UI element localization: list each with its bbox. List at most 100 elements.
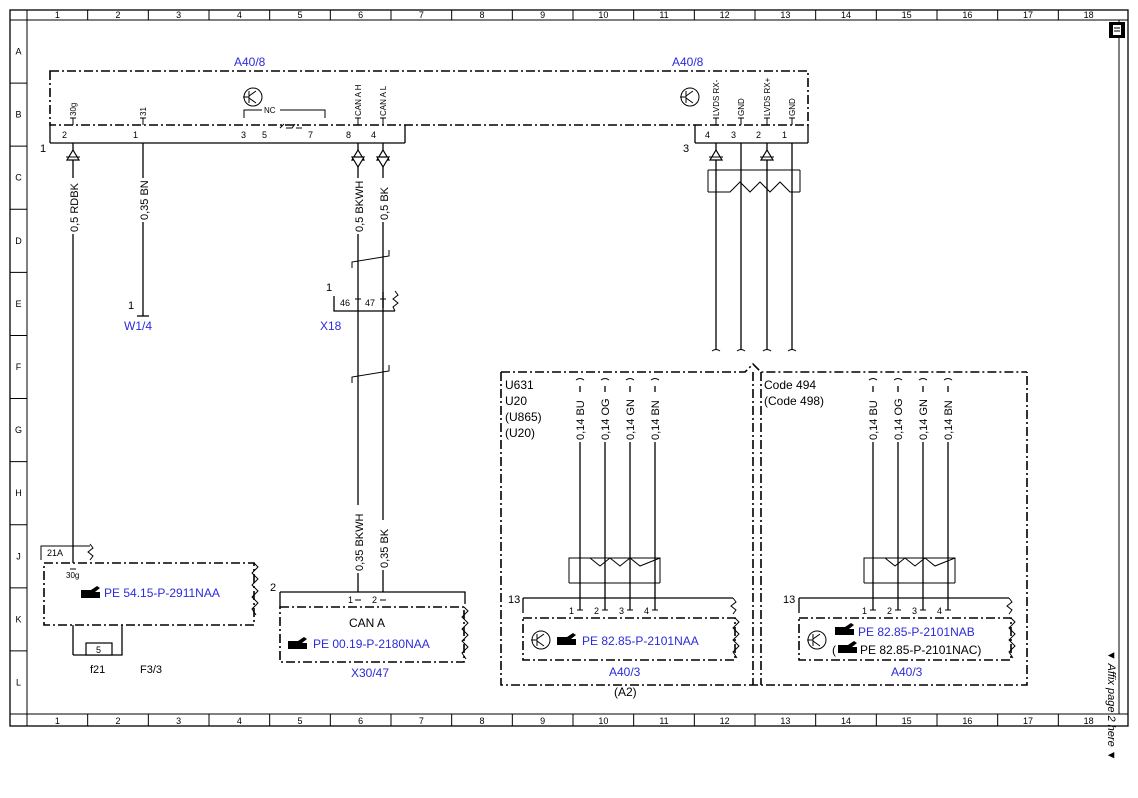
variant-code: U631: [505, 378, 534, 392]
transistor-icon: [807, 630, 827, 650]
pin-label-gnd: GND: [737, 98, 746, 116]
grid-column-label: 1: [55, 10, 60, 20]
x30-title: CAN A: [349, 616, 385, 630]
grid-column-label: 10: [598, 716, 608, 726]
variant-code: Code 494: [764, 378, 816, 392]
pin-number: 5: [262, 130, 267, 140]
x30-47-connector: 2 1 2 CAN A PE 00.19-P-2180NAA X30/47: [270, 582, 469, 680]
wire-label-bu: 0,14 BU: [575, 400, 587, 440]
grid-column-label: 18: [1084, 10, 1094, 20]
x30-reference[interactable]: PE 00.19-P-2180NAA: [313, 637, 430, 651]
ground-label: W1/4: [124, 319, 152, 333]
grid-column-label: 2: [115, 10, 120, 20]
grid-column-label: 6: [358, 716, 363, 726]
group-pin: 4: [937, 606, 942, 616]
x30-label: X30/47: [351, 666, 389, 680]
wire-rdbk: 0,5 RDBK: [65, 143, 81, 545]
grid-column-label: 15: [902, 10, 912, 20]
a40-3-variants-frame: [500, 362, 1028, 686]
x18-pin-47: 47: [365, 298, 375, 308]
group-left-reference[interactable]: PE 82.85-P-2101NAA: [582, 634, 699, 648]
grid-row-label: G: [15, 425, 22, 435]
variant-code: (U20): [505, 426, 535, 440]
connector-number: 3: [683, 143, 689, 155]
grid-column-label: 5: [297, 716, 302, 726]
group-right-reference-1[interactable]: PE 82.85-P-2101NAB: [858, 625, 975, 639]
pin-number: 3: [241, 130, 246, 140]
page-corner-icon: [1109, 22, 1125, 38]
group-right-reference-2[interactable]: PE 82.85-P-2101NAC): [860, 643, 981, 657]
grid-row-label: L: [16, 677, 21, 687]
grid-row-label: J: [16, 551, 21, 561]
reference-hand-icon: [838, 641, 857, 653]
pin-label-31: 31: [139, 107, 148, 116]
group-right-label: A40/3: [891, 665, 923, 679]
fuse-number: 5: [96, 645, 101, 655]
transistor-icon: [680, 87, 700, 107]
x18-connector: 1 46 47 X18: [320, 282, 399, 333]
pin-number: 1: [133, 130, 138, 140]
pin-label-30g: 30g: [69, 103, 78, 116]
grid-column-label: 12: [720, 716, 730, 726]
affix-note: ▼ Affix page 2 here ▼: [1105, 650, 1117, 761]
grid-column-label: 18: [1084, 716, 1094, 726]
pin-label-lvds-rx-plus: LVDS RX+: [763, 77, 772, 116]
grid-row-label: B: [15, 110, 21, 120]
grid-row-label: F: [16, 362, 22, 372]
grid-column-label: 14: [841, 10, 851, 20]
variant-code: U20: [505, 394, 527, 408]
grid-column-label: 12: [720, 10, 730, 20]
wire-label-bn-small: 0,14 BN: [650, 400, 662, 440]
wire-label-bn-small: 0,14 BN: [943, 400, 955, 440]
group-connector: 13: [783, 594, 795, 606]
fuse-box-label: F3/3: [140, 664, 162, 676]
pin-number: 4: [371, 130, 376, 140]
grid-column-label: 16: [962, 10, 972, 20]
pin-label-gnd-2: GND: [788, 98, 797, 116]
grid-column-label: 11: [659, 716, 668, 726]
grid-column-label: 1: [55, 716, 60, 726]
twisted-pair-marker: [351, 250, 390, 383]
group-pin: 4: [644, 606, 649, 616]
grid-column-label: 13: [780, 10, 790, 20]
fuse-pin-21a: 21A: [47, 548, 63, 558]
grid-column-label: 4: [237, 10, 242, 20]
transistor-icon: [243, 87, 263, 107]
x30-connector: 2: [270, 582, 276, 594]
pin-number: 3: [731, 130, 736, 140]
x18-pin-46: 46: [340, 298, 350, 308]
group-pin: 3: [619, 606, 624, 616]
variant-group-left: U631 U20 (U865) (U20) 0,14 BU 0,14 OG 0,…: [505, 378, 740, 699]
reference-hand-icon: [81, 586, 100, 598]
group-pin: 3: [912, 606, 917, 616]
x30-pin-1: 1: [348, 595, 353, 605]
pin-label-nc: NC: [264, 106, 276, 115]
wire-label-bn: 0,35 BN: [139, 180, 151, 220]
grid-column-label: 8: [479, 10, 484, 20]
a40-8-label-right: A40/8: [672, 55, 704, 69]
reference-hand-icon: [835, 623, 854, 635]
pin-number: 1: [782, 130, 787, 140]
wire-label-bk-top: 0,5 BK: [379, 186, 391, 220]
grid-column-label: 10: [598, 10, 608, 20]
a40-8-module: A40/8 A40/8 NC: [40, 55, 809, 155]
group-connector: 13: [508, 594, 520, 606]
grid-row-label: C: [15, 173, 22, 183]
wire-label-bk-bottom: 0,35 BK: [379, 528, 391, 568]
fuse-reference[interactable]: PE 54.15-P-2911NAA: [104, 586, 220, 600]
fuse-box-f3-3: 21A 30g PE 54.15-P-2911NAA 5 f21 F3/3: [40, 543, 259, 676]
nc-switch: NC: [243, 106, 326, 129]
group-right-paren: (: [832, 643, 836, 657]
x30-pin-2: 2: [372, 595, 377, 605]
grid-column-label: 6: [358, 10, 363, 20]
variant-code: (U865): [505, 410, 542, 424]
pin-label-lvds-rx-minus: LVDS RX-: [712, 79, 721, 116]
connector-number: 1: [40, 143, 46, 155]
grid-column-label: 16: [962, 716, 972, 726]
grid-column-label: 17: [1023, 10, 1033, 20]
grid-column-label: 14: [841, 716, 851, 726]
